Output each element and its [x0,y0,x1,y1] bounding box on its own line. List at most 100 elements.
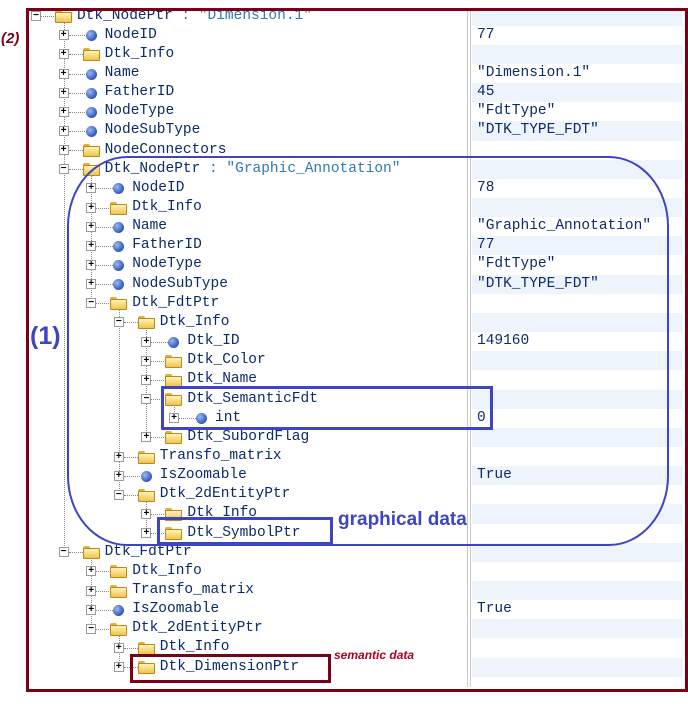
tree-node[interactable]: Dtk_2dEntityPtr [160,485,291,504]
folder-icon [82,48,100,62]
annotation-label-1: (1) [30,322,61,350]
tree-guide-line [151,360,168,362]
tree-node[interactable]: NodeID [105,26,157,45]
expand-toggle[interactable]: + [141,374,152,385]
tree-node[interactable]: Dtk_2dEntityPtr [132,619,263,638]
expand-toggle[interactable]: + [58,30,69,41]
node-label: Dtk_Info [132,199,202,215]
symbolptr-highlight-box [157,517,333,545]
expand-toggle[interactable]: + [58,125,69,136]
tree-node[interactable]: NodeSubType [132,275,228,294]
tree-node[interactable]: Dtk_FdtPtr [105,543,192,562]
tree-guide-line [68,130,86,132]
folder-icon [110,297,128,311]
tree-node[interactable]: Name [132,217,167,236]
tree-guide-line [118,309,120,495]
collapse-toggle[interactable]: − [113,317,124,328]
tree-node[interactable]: FatherID [132,236,202,255]
tree-node[interactable]: Dtk_Info [132,562,202,581]
expand-toggle[interactable]: + [113,643,124,654]
value-row-shade [472,542,682,562]
property-icon [85,30,97,42]
value-row-shade [472,427,682,447]
collapse-toggle[interactable]: − [58,164,69,175]
tree-node[interactable]: int [215,409,241,428]
expand-toggle[interactable]: + [141,432,152,443]
tree-node[interactable]: Dtk_NodePtr : "Graphic_Annotation" [105,160,401,179]
tree-node[interactable]: Dtk_SymbolPtr [187,524,300,543]
value-row-shade [472,466,682,486]
value-row-shade [472,351,682,371]
expand-toggle[interactable]: + [86,240,97,251]
tree-guide-line [96,571,113,573]
folder-icon [82,546,100,560]
tree-node[interactable]: Dtk_ID [187,332,239,351]
node-label: int [215,409,242,426]
expand-toggle[interactable]: + [86,585,97,596]
tree-guide-line [96,265,113,267]
folder-icon [165,431,183,445]
collapse-toggle[interactable]: − [141,394,152,405]
expand-toggle[interactable]: + [58,87,69,98]
tree-guide-line [96,303,113,305]
expand-toggle[interactable]: + [86,260,97,271]
expand-toggle[interactable]: + [113,662,124,673]
tree-node[interactable]: Dtk_SemanticFdt [187,390,318,409]
expand-toggle[interactable]: + [141,528,152,539]
expand-toggle[interactable]: + [141,336,152,347]
tree-node[interactable]: NodeSubType [105,121,201,140]
expand-toggle[interactable]: + [141,508,152,519]
annotation-ellipse-1 [67,156,669,546]
node-label: Transfo_matrix [132,582,255,598]
node-label: NodeSubType [132,275,228,292]
expand-toggle[interactable]: + [58,145,69,156]
tree-node[interactable]: Dtk_SubordFlag [187,428,309,447]
expand-toggle[interactable]: + [86,279,97,290]
graphical-data-label: graphical data [338,509,467,530]
expand-toggle[interactable]: + [141,355,152,366]
node-caption: : "Graphic_Annotation" [200,160,401,177]
expand-toggle[interactable]: + [113,451,124,462]
tree-node[interactable]: NodeConnectors [105,141,227,160]
tree-node[interactable]: Dtk_Name [187,370,257,389]
collapse-toggle[interactable]: − [86,623,97,634]
tree-node[interactable]: Dtk_DimensionPtr [160,658,299,677]
expand-toggle[interactable]: + [58,68,69,79]
tree-node[interactable]: IsZoomable [160,466,247,485]
expand-toggle[interactable]: + [58,106,69,117]
node-label: Dtk_SubordFlag [187,428,310,445]
tree-node[interactable]: Dtk_Info [160,313,230,332]
tree-node[interactable]: Dtk_Info [105,45,175,64]
annotation-frame-2 [26,8,688,692]
node-label: NodeID [104,26,157,43]
tree-guide-line [96,245,113,247]
node-label: Dtk_FdtPtr [104,543,192,560]
tree-node[interactable]: Dtk_Info [132,198,202,217]
tree-node[interactable]: Name [105,64,140,83]
expand-toggle[interactable]: + [58,49,69,60]
expand-toggle[interactable]: + [86,604,97,615]
tree-node[interactable]: NodeID [132,179,184,198]
expand-toggle[interactable]: + [113,470,124,481]
tree-node[interactable]: Transfo_matrix [132,581,254,600]
tree-node[interactable]: Dtk_Info [160,638,230,657]
collapse-toggle[interactable]: − [31,11,41,22]
expand-toggle[interactable]: + [86,566,97,577]
expand-toggle[interactable]: + [86,221,97,232]
tree-node[interactable]: NodeType [132,255,202,274]
tree-node[interactable]: IsZoomable [132,600,219,619]
collapse-toggle[interactable]: − [86,298,97,309]
tree-node[interactable]: Dtk_FdtPtr [132,294,219,313]
tree-node[interactable]: NodeType [105,102,175,121]
expand-toggle[interactable]: + [169,413,179,424]
node-label: NodeConnectors [104,141,227,158]
collapse-toggle[interactable]: − [58,547,69,558]
folder-icon [165,507,183,521]
property-icon [168,336,180,348]
tree-node[interactable]: Transfo_matrix [160,447,282,466]
tree-node[interactable]: Dtk_Color [187,351,265,370]
tree-node[interactable]: FatherID [105,83,175,102]
tree-node[interactable]: Dtk_NodePtr : "Dimension.1" [77,7,312,26]
node-label: Dtk_SemanticFdt [187,390,318,407]
column-divider[interactable] [467,9,471,687]
